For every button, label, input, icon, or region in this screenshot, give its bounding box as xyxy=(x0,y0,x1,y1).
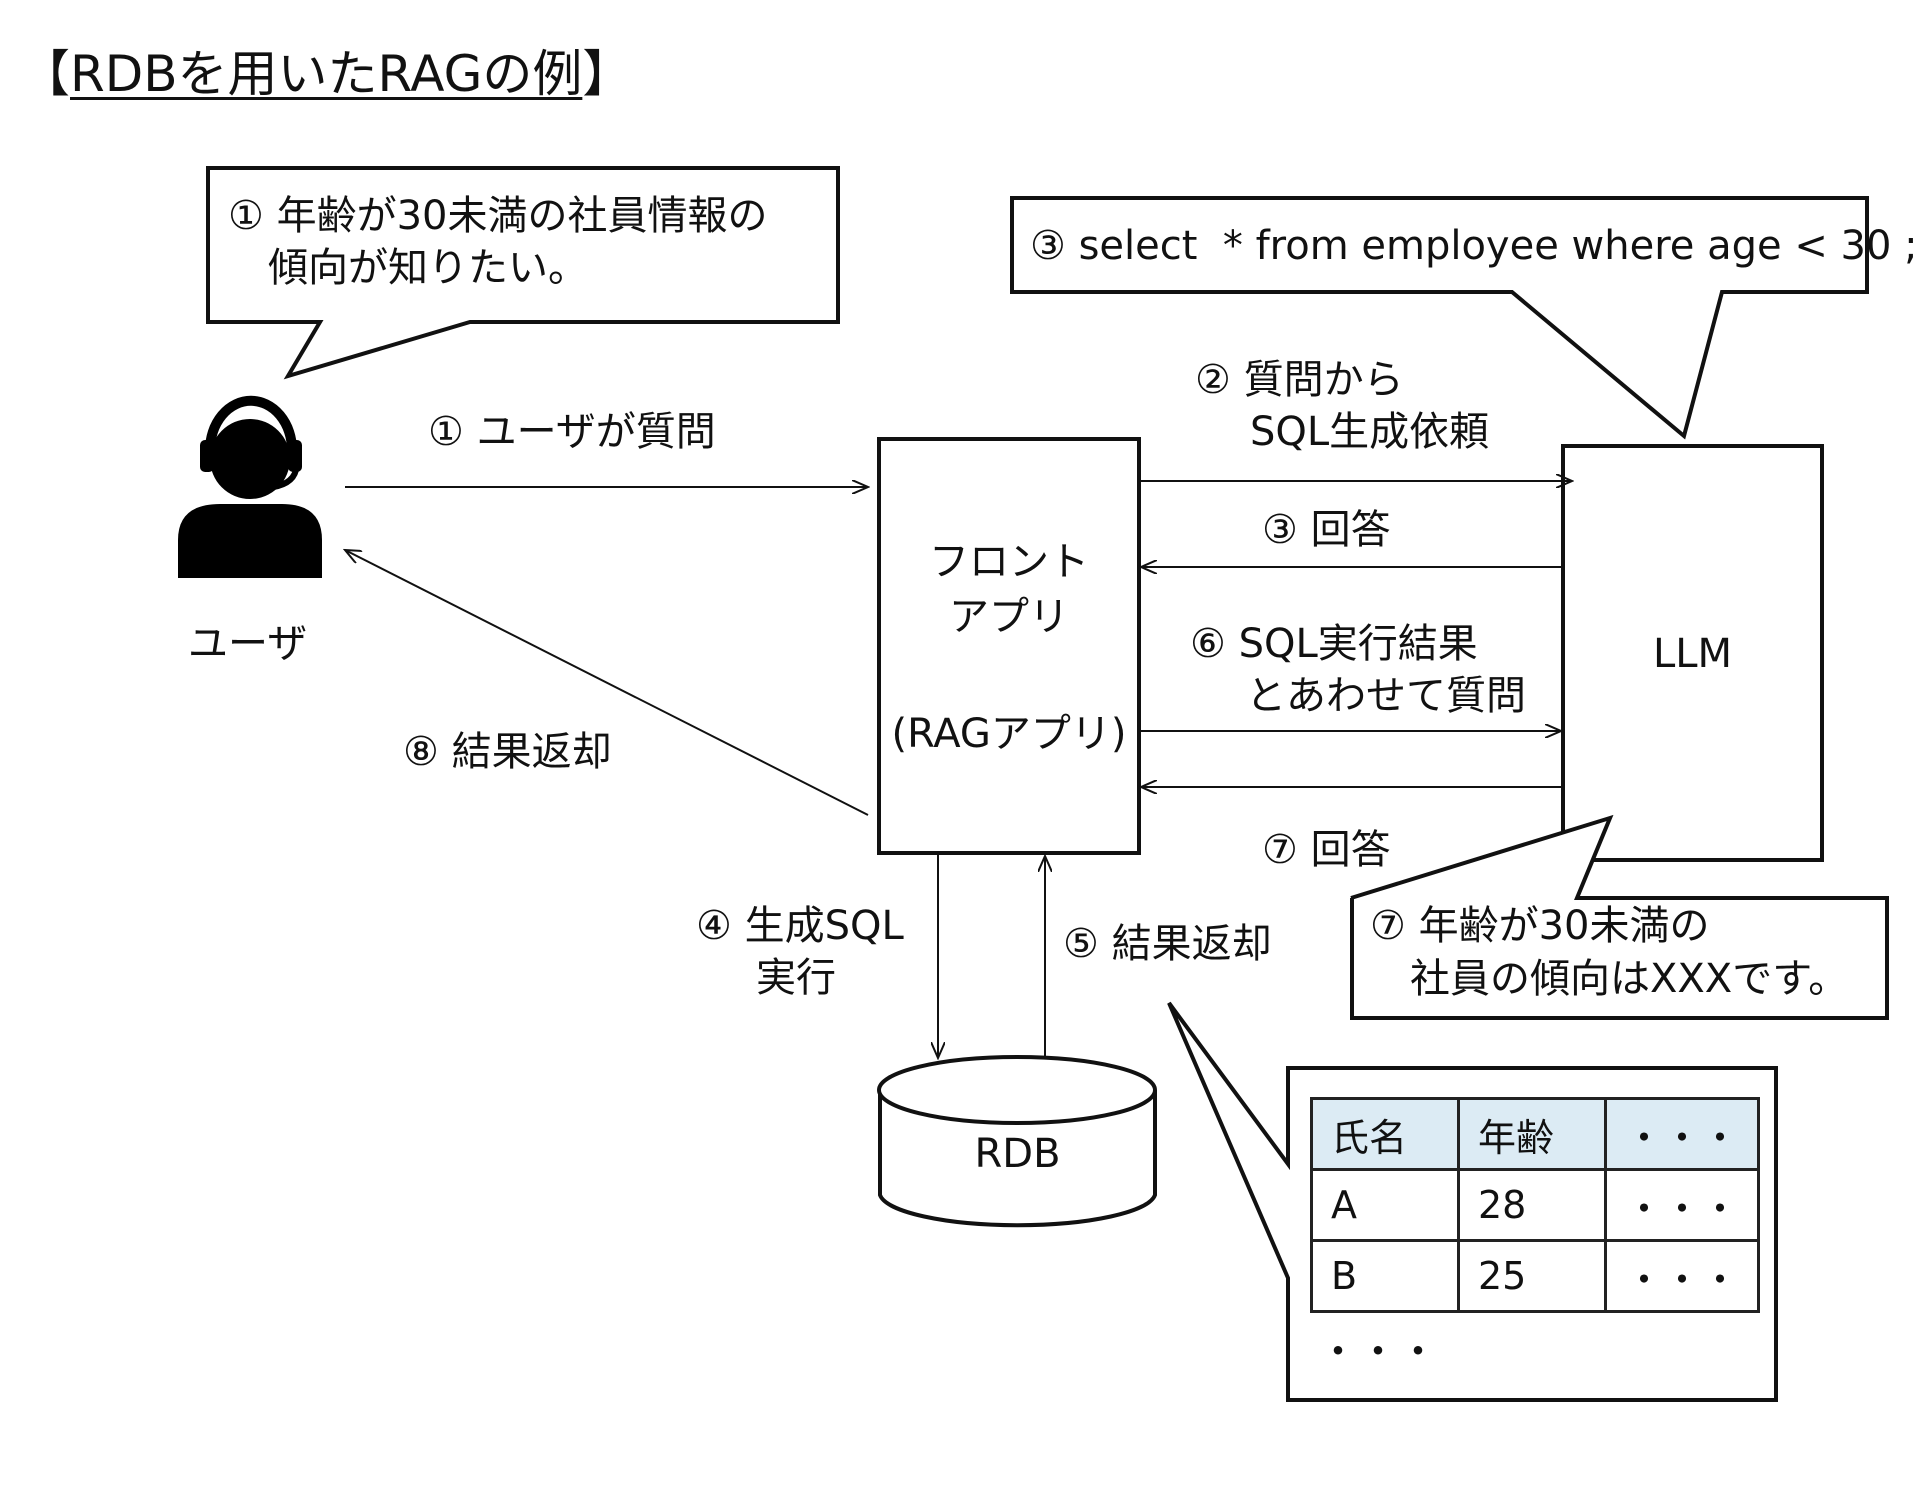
edge-label-exec-sql-2: 実行 xyxy=(756,955,836,1001)
edge-label-result-return-5: ⑤ 結果返却 xyxy=(1063,921,1272,967)
llm-sql-callout xyxy=(1010,196,1869,440)
user-headset-icon xyxy=(178,395,322,578)
edge-front-to-user xyxy=(345,550,869,816)
edge-label-sql-request-2: SQL生成依頼 xyxy=(1250,409,1490,455)
edge-label-result-return-8: ⑧ 結果返却 xyxy=(403,729,612,775)
cell-name: A xyxy=(1310,1168,1460,1242)
result-table-header-row: 氏名 年齢 ・・・ xyxy=(1310,1097,1761,1171)
cell-more: ・・・ xyxy=(1603,1168,1761,1242)
result-table: 氏名 年齢 ・・・ A 28 ・・・ B 25 ・・・ xyxy=(1310,1097,1761,1313)
user-question-line-2: 傾向が知りたい。 xyxy=(228,245,588,291)
rdb-cylinder xyxy=(877,1055,1157,1228)
cell-name: B xyxy=(1310,1239,1460,1313)
cell-age: 25 xyxy=(1457,1239,1607,1313)
front-app-sublabel: (RAGアプリ) xyxy=(891,711,1127,757)
edge-label-question-with-result-2: とあわせて質問 xyxy=(1246,673,1526,719)
user-question-line-1: ① 年齢が30未満の社員情報の xyxy=(228,193,768,239)
edge-label-user-question: ① ユーザが質問 xyxy=(428,409,716,455)
edge-label-sql-request-1: ② 質問から xyxy=(1195,357,1404,403)
header-age: 年齢 xyxy=(1457,1097,1607,1171)
title-text: RDBを用いたRAGの例 xyxy=(70,45,583,103)
header-more: ・・・ xyxy=(1603,1097,1761,1171)
llm-answer-callout xyxy=(1350,814,1889,1020)
user-label: ユーザ xyxy=(188,621,308,667)
title-close-bracket: 】 xyxy=(582,45,633,103)
front-app-box xyxy=(877,437,1141,855)
edge-label-exec-sql-1: ④ 生成SQL xyxy=(696,903,904,949)
header-name: 氏名 xyxy=(1310,1097,1460,1171)
rdb-label: RDB xyxy=(974,1131,1061,1177)
table-more-rows: ・・・ xyxy=(1318,1329,1438,1375)
title-open-bracket: 【 xyxy=(20,45,70,103)
llm-answer-line-1: ⑦ 年齢が30未満の xyxy=(1370,903,1710,949)
edge-label-answer-7: ⑦ 回答 xyxy=(1262,827,1391,873)
edge-label-answer-3: ③ 回答 xyxy=(1262,507,1391,553)
user-question-callout xyxy=(206,166,840,380)
page-title: 【RDBを用いたRAGの例】 xyxy=(20,44,632,104)
llm-sql-text: ③ select * from employee where age < 30 … xyxy=(1030,223,1917,269)
table-row: A 28 ・・・ xyxy=(1310,1168,1761,1242)
llm-box xyxy=(1561,444,1824,862)
front-app-label-2: アプリ xyxy=(949,594,1069,640)
cell-more: ・・・ xyxy=(1603,1239,1761,1313)
front-app-label-1: フロント xyxy=(929,539,1089,585)
cell-age: 28 xyxy=(1457,1168,1607,1242)
edge-label-question-with-result-1: ⑥ SQL実行結果 xyxy=(1190,621,1478,667)
llm-label: LLM xyxy=(1652,631,1733,677)
table-row: B 25 ・・・ xyxy=(1310,1239,1761,1313)
llm-answer-line-2: 社員の傾向はXXXです。 xyxy=(1370,956,1849,1002)
